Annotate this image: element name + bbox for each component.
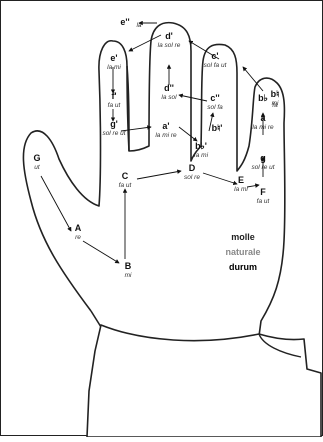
note-c2: c'' sol fa	[207, 93, 223, 111]
hand-lower-left	[91, 311, 101, 327]
solmization-syllables: sol re ut	[102, 130, 126, 137]
solmization-syllables: la sol	[161, 94, 177, 101]
note-label: f'	[111, 91, 116, 101]
note-label: c''	[210, 93, 219, 103]
note-label: b♭	[258, 93, 268, 103]
solmization-syllables: re	[75, 234, 81, 241]
sleeve-cuff	[87, 325, 321, 437]
solmization-syllables: fa ut	[108, 102, 122, 109]
note-A: A re	[75, 223, 82, 241]
note-label: a'	[162, 121, 169, 131]
note-label: E	[238, 175, 244, 185]
note-f1: f' fa ut	[108, 91, 122, 109]
solmization-syllables: sol fa	[207, 104, 223, 111]
hexachord-legend: molle naturale durum	[225, 232, 260, 272]
note-label: B	[125, 261, 132, 271]
note-label: g'	[110, 119, 118, 129]
note-a1: a' la mi re	[155, 121, 177, 139]
legend-molle: molle	[231, 232, 255, 242]
note-c1: c' sol fa ut	[204, 51, 228, 69]
note-F: F fa ut	[257, 187, 271, 205]
solmization-syllables: ut	[34, 164, 41, 171]
note-b-natural1: b♮'	[212, 123, 223, 133]
solmization-syllables: fa ut	[119, 182, 133, 189]
note-B: B mi	[125, 261, 132, 279]
solmization-syllables: la mi re	[155, 132, 177, 139]
note-g: g sol re ut	[251, 153, 275, 171]
solmization-syllables: fa ut	[257, 198, 271, 205]
solmization-syllables: la	[136, 22, 141, 29]
note-G: G ut	[33, 153, 40, 171]
note-label: b♮'	[212, 123, 223, 133]
note-label: e'	[110, 53, 117, 63]
note-D: D sol re	[184, 163, 200, 181]
note-label: a	[260, 113, 266, 123]
note-label: b♭'	[195, 141, 207, 151]
note-label: C	[122, 171, 129, 181]
solmization-syllables: la mi re	[252, 124, 274, 131]
solmization-syllables: sol re	[184, 174, 200, 181]
note-d2: d'' la sol	[161, 83, 177, 101]
note-label: G	[33, 153, 40, 163]
note-g1: g' sol re ut	[102, 119, 126, 137]
solmization-syllables: fa mi	[194, 152, 209, 159]
solmization-syllables: mi	[272, 100, 279, 107]
legend-naturale: naturale	[225, 247, 260, 257]
solmization-syllables: la sol re	[158, 42, 181, 49]
note-label: A	[75, 223, 82, 233]
legend-durum: durum	[229, 262, 257, 272]
note-b-flat1: b♭' fa mi	[194, 141, 209, 159]
solmization-syllables: la mi	[107, 64, 121, 71]
note-b-natural: b♮ mi	[271, 89, 280, 107]
note-C: C fa ut	[119, 171, 133, 189]
solmization-syllables: sol re ut	[251, 164, 275, 171]
note-d1: d' la sol re	[158, 31, 181, 49]
note-label: e''	[120, 17, 129, 27]
note-label: c'	[211, 51, 218, 61]
note-label: F	[260, 187, 266, 197]
solmization-syllables: sol fa ut	[204, 62, 228, 69]
solmization-syllables: mi	[125, 272, 132, 279]
note-label: g	[260, 153, 266, 163]
note-label: d'	[165, 31, 173, 41]
note-a: a la mi re	[252, 113, 274, 131]
solmization-syllables: la mi	[234, 186, 248, 193]
note-e2: e'' la	[120, 17, 142, 29]
note-label: d''	[164, 83, 174, 93]
note-label: D	[189, 163, 196, 173]
note-label: b♮	[271, 89, 280, 99]
note-e1: e' la mi	[107, 53, 121, 71]
